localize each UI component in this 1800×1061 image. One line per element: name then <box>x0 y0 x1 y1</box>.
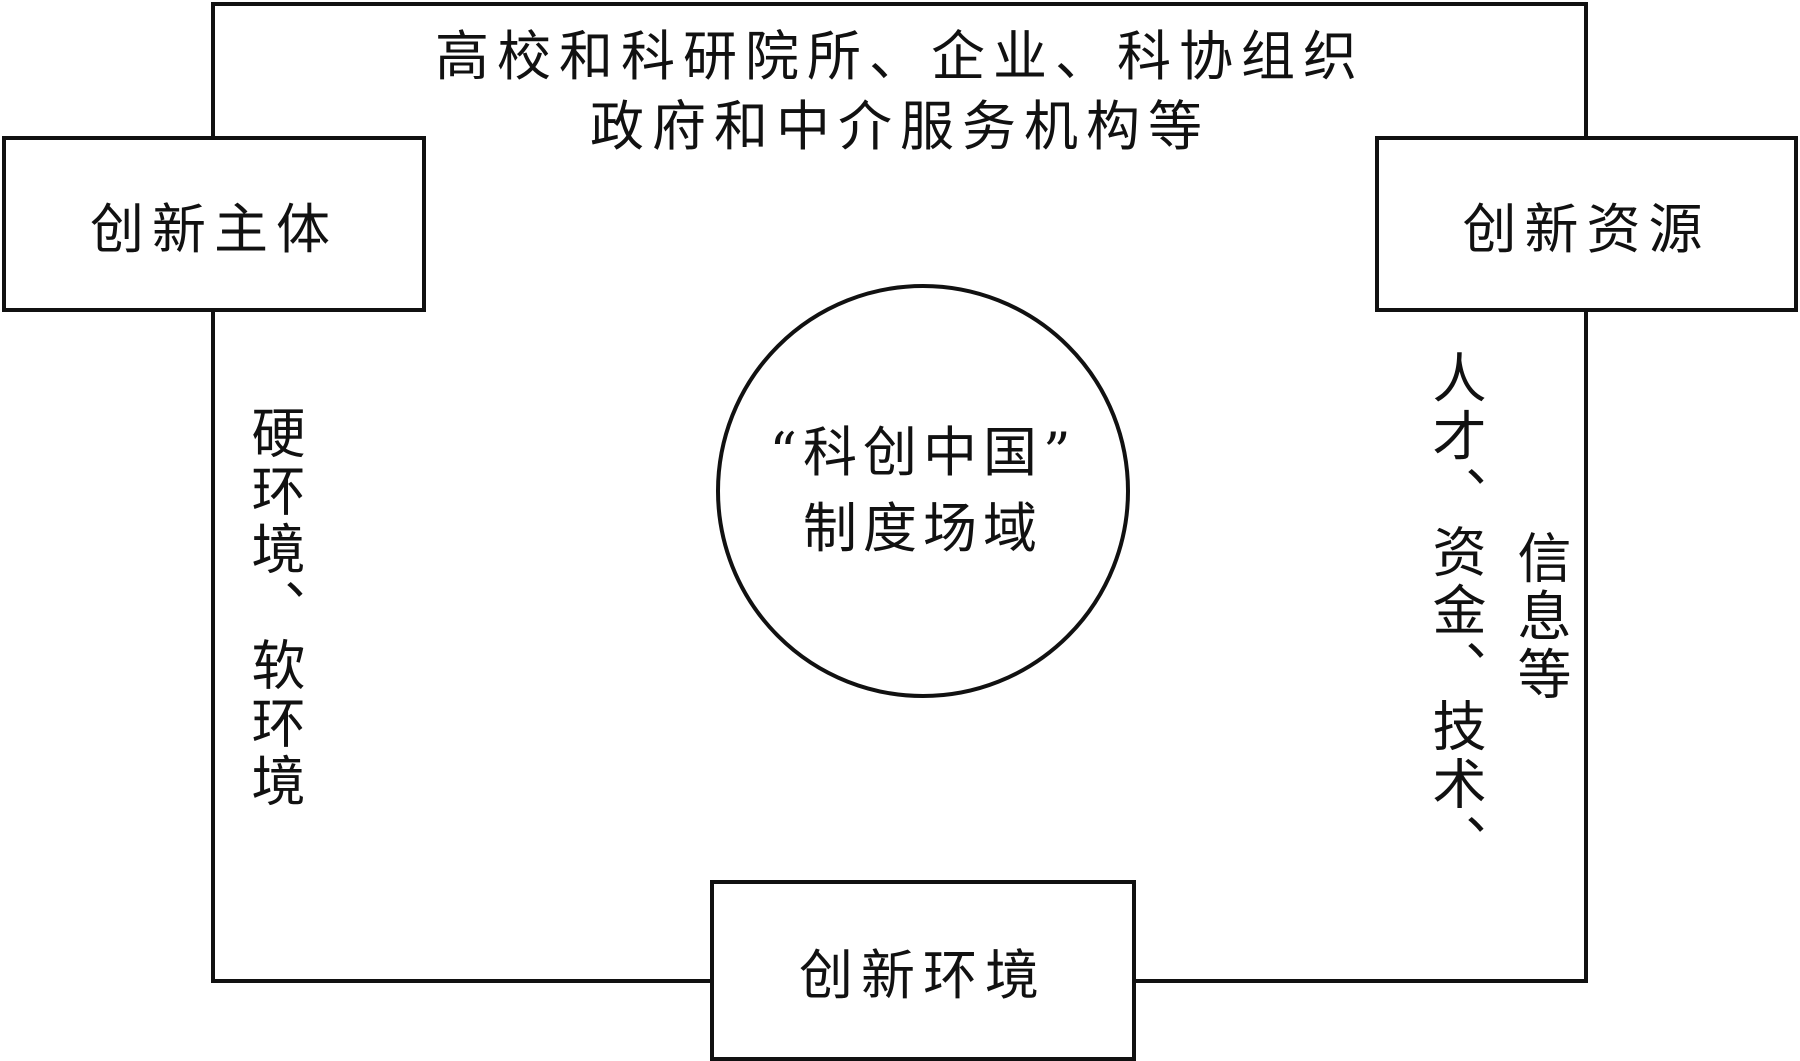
innovation-resources-label: 创新资源 <box>1462 197 1711 261</box>
center-line-2: 制度场域 <box>803 497 1043 560</box>
participants-line-1: 高校和科研院所、企业、科协组织 <box>435 25 1365 88</box>
resource-types-column-2: 信息等 <box>1508 530 1571 704</box>
institutional-field-circle: “科创中国” 制度场域 <box>716 284 1130 698</box>
center-line-1: “科创中国” <box>769 421 1077 485</box>
participants-text: 高校和科研院所、企业、科协组织 政府和中介服务机构等 <box>330 22 1470 162</box>
innovation-environment-box: 创新环境 <box>710 880 1136 1061</box>
innovation-subject-label: 创新主体 <box>90 197 338 261</box>
environment-types-text: 硬环境、软环境 <box>242 405 305 811</box>
participants-line-2: 政府和中介服务机构等 <box>590 95 1210 159</box>
innovation-subject-box: 创新主体 <box>2 136 426 312</box>
innovation-resources-box: 创新资源 <box>1375 136 1798 312</box>
resource-types-column-1: 人才、资金、技术、 <box>1423 350 1486 872</box>
innovation-environment-label: 创新环境 <box>799 944 1047 1007</box>
